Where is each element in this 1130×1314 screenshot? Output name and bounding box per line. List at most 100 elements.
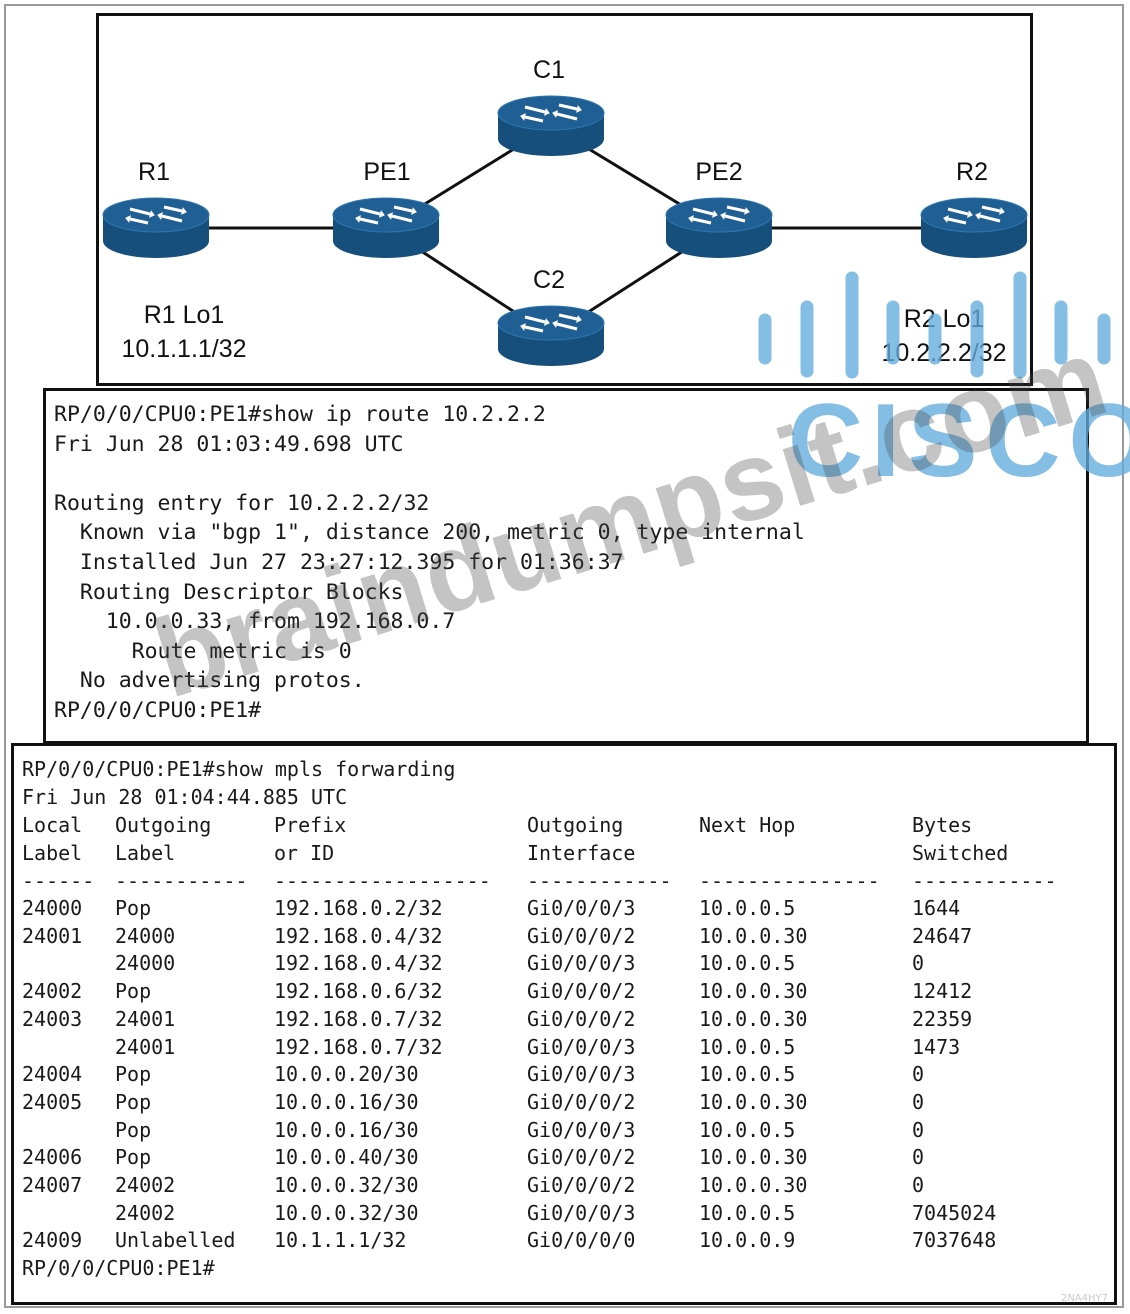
table-cell-outgoing-interface: Gi0/0/0/3 (527, 1200, 636, 1225)
header-separator: ------------ (912, 869, 1057, 893)
node-label-c1: C1 (533, 56, 565, 84)
route-output-line: Routing Descriptor Blocks (54, 579, 404, 605)
node-label-pe2: PE2 (695, 158, 743, 186)
table-cell-outgoing-interface: Gi0/0/0/3 (527, 1117, 636, 1142)
table-cell-outgoing-label: 24000 (115, 923, 176, 948)
header-separator: ------ (22, 869, 95, 893)
mpls-prompt: RP/0/0/CPU0:PE1# (22, 1256, 215, 1280)
table-cell-next-hop: 10.0.0.30 (699, 1006, 808, 1031)
table-cell-prefix: 192.168.0.2/32 (274, 896, 443, 920)
table-cell-local-label: 24000 (22, 896, 83, 920)
table-cell-bytes-switched: 22359 (912, 1006, 973, 1031)
r2-loopback-label: R2 Lo1 10.2.2.2/32 (869, 302, 1019, 370)
table-cell-outgoing-interface: Gi0/0/0/2 (527, 1089, 636, 1114)
table-cell-outgoing-label: Unlabelled (115, 1228, 236, 1253)
table-cell-next-hop: 10.0.0.9 (699, 1228, 796, 1253)
table-cell-outgoing-label: 24001 (115, 1006, 176, 1031)
table-cell-bytes-switched: 1644 (912, 896, 961, 920)
table-cell-bytes-switched: 0 (912, 951, 925, 976)
table-cell-bytes-switched: 0 (912, 1173, 925, 1197)
header-bytes-switched-line2: Switched (912, 841, 1009, 865)
table-cell-bytes-switched: 0 (912, 1062, 925, 1087)
header-local-label: Local (22, 813, 83, 837)
table-cell-next-hop: 10.0.0.30 (699, 979, 808, 1004)
node-label-c2: C2 (533, 266, 565, 294)
table-cell-prefix: 10.0.0.32/30 (274, 1173, 419, 1197)
table-cell-local-label: 24005 (22, 1089, 83, 1114)
route-output-line: RP/0/0/CPU0:PE1#show ip route 10.2.2.2 (54, 402, 546, 427)
table-cell-next-hop: 10.0.0.5 (699, 1062, 796, 1087)
route-output-line: No advertising protos. (54, 668, 365, 694)
route-output-line: Fri Jun 28 01:03:49.698 UTC (54, 431, 404, 457)
route-output-line: Known via "bgp 1", distance 200, metric … (54, 520, 805, 546)
table-cell-bytes-switched: 0 (912, 1145, 925, 1170)
router-icon-pe2 (665, 197, 773, 258)
table-cell-next-hop: 10.0.0.5 (699, 1117, 796, 1142)
route-output-line: Installed Jun 27 23:27:12.395 for 01:36:… (54, 550, 624, 575)
table-cell-next-hop: 10.0.0.30 (699, 923, 808, 948)
table-cell-prefix: 10.1.1.1/32 (274, 1228, 407, 1253)
table-cell-bytes-switched: 0 (912, 1089, 925, 1114)
table-cell-outgoing-label: Pop (115, 1117, 152, 1142)
table-cell-prefix: 10.0.0.20/30 (274, 1062, 419, 1087)
table-cell-next-hop: 10.0.0.5 (699, 1034, 796, 1059)
table-cell-next-hop: 10.0.0.30 (699, 1089, 808, 1114)
table-cell-local-label: 24001 (22, 923, 83, 948)
table-cell-local-label: 24007 (22, 1173, 83, 1197)
router-icon-c1 (497, 95, 605, 156)
table-cell-prefix: 192.168.0.7/32 (274, 1006, 443, 1031)
header-local-label-line2: Label (22, 841, 83, 865)
table-cell-prefix: 10.0.0.16/30 (274, 1117, 419, 1142)
table-cell-next-hop: 10.0.0.5 (699, 951, 796, 976)
header-outgoing-interface: Outgoing (527, 813, 624, 837)
table-cell-local-label: 24004 (22, 1062, 83, 1087)
table-cell-next-hop: 10.0.0.30 (699, 1145, 808, 1170)
outer-frame (4, 4, 1124, 1308)
header-separator: ----------- (115, 869, 248, 893)
table-cell-bytes-switched: 1473 (912, 1034, 961, 1059)
table-cell-outgoing-interface: Gi0/0/0/3 (527, 1062, 636, 1087)
mpls-timestamp: Fri Jun 28 01:04:44.885 UTC (22, 785, 348, 809)
router-icon-c2 (497, 305, 605, 366)
router-icon-r2 (920, 197, 1028, 258)
table-cell-bytes-switched: 0 (912, 1117, 925, 1142)
table-cell-outgoing-interface: Gi0/0/0/2 (527, 923, 636, 948)
table-cell-outgoing-label: 24001 (115, 1034, 176, 1059)
table-cell-bytes-switched: 24647 (912, 923, 973, 948)
router-icon-r1 (102, 197, 210, 258)
mpls-command-line: RP/0/0/CPU0:PE1#show mpls forwarding (22, 757, 456, 781)
table-cell-outgoing-interface: Gi0/0/0/2 (527, 1006, 636, 1031)
table-cell-bytes-switched: 7037648 (912, 1228, 997, 1253)
node-label-r2: R2 (956, 158, 988, 186)
show-mpls-forwarding-output: RP/0/0/CPU0:PE1#show mpls forwarding Fri… (11, 743, 1117, 1305)
table-cell-outgoing-interface: Gi0/0/0/2 (527, 1145, 636, 1170)
r2-loopback-name: R2 Lo1 (903, 305, 985, 333)
table-cell-outgoing-label: Pop (115, 1145, 152, 1170)
topology-canvas (102, 95, 1028, 366)
header-separator: ------------ (527, 869, 672, 893)
header-outgoing-label-line2: Label (115, 841, 176, 865)
table-cell-prefix: 10.0.0.16/30 (274, 1089, 419, 1114)
route-output-line: Routing entry for 10.2.2.2/32 (54, 490, 430, 516)
header-prefix: Prefix (274, 813, 347, 837)
table-cell-prefix: 10.0.0.32/30 (274, 1200, 419, 1225)
table-cell-outgoing-interface: Gi0/0/0/3 (527, 896, 636, 920)
table-cell-outgoing-label: Pop (115, 896, 152, 920)
r1-loopback-label: R1 Lo1 10.1.1.1/32 (109, 298, 259, 366)
table-cell-next-hop: 10.0.0.5 (699, 1200, 796, 1225)
table-cell-local-label: 24002 (22, 979, 83, 1004)
node-label-pe1: PE1 (363, 158, 411, 186)
table-cell-prefix: 192.168.0.4/32 (274, 923, 443, 948)
table-cell-outgoing-interface: Gi0/0/0/3 (527, 1034, 636, 1059)
table-cell-outgoing-label: Pop (115, 1089, 152, 1114)
table-cell-outgoing-interface: Gi0/0/0/2 (527, 979, 636, 1004)
header-prefix-line2: or ID (274, 841, 335, 865)
table-cell-local-label: 24003 (22, 1006, 83, 1031)
route-output-line: RP/0/0/CPU0:PE1# (54, 698, 262, 723)
header-separator: --------------- (699, 869, 880, 893)
r1-loopback-address: 10.1.1.1/32 (121, 335, 247, 363)
header-next-hop: Next Hop (699, 813, 796, 837)
table-cell-prefix: 192.168.0.4/32 (274, 951, 443, 976)
